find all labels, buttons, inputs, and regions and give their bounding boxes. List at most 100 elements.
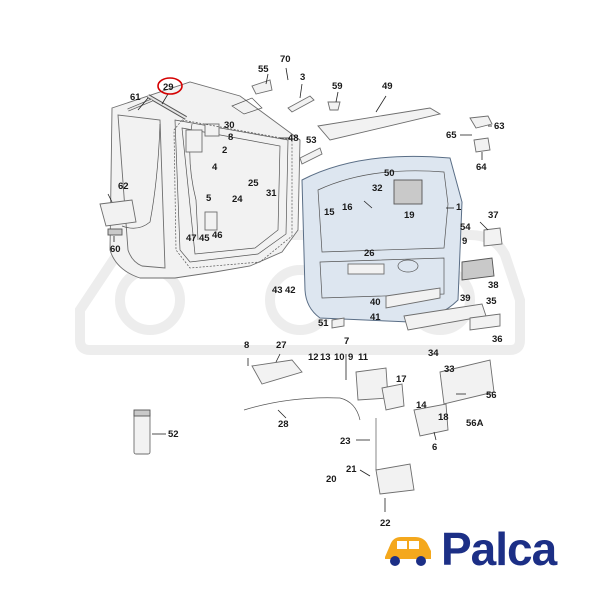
- callout-2: 2: [222, 145, 227, 156]
- callout-31: 31: [266, 188, 277, 199]
- callout-37: 37: [488, 210, 499, 221]
- callout-59: 59: [332, 81, 343, 92]
- callout-62: 62: [118, 181, 129, 192]
- callout-24: 24: [232, 194, 243, 205]
- callout-52: 52: [168, 429, 179, 440]
- callout-17: 17: [396, 374, 407, 385]
- plate-26: [347, 263, 385, 275]
- callout-33: 33: [444, 364, 455, 375]
- callout-32: 32: [372, 183, 383, 194]
- callout-15: 15: [324, 207, 335, 218]
- callout-63: 63: [494, 121, 505, 132]
- callout-9-low: 9: [348, 352, 353, 363]
- callout-70: 70: [280, 54, 291, 65]
- callout-39: 39: [460, 293, 471, 304]
- callout-45: 45: [199, 233, 210, 244]
- callout-47: 47: [186, 233, 197, 244]
- callout-25: 25: [248, 178, 259, 189]
- callout-28: 28: [278, 419, 289, 430]
- light-strip-40: [385, 287, 441, 309]
- callout-65: 65: [446, 130, 457, 141]
- callout-1: 1: [456, 202, 462, 213]
- callout-49: 49: [382, 81, 393, 92]
- seal-48: [173, 119, 293, 269]
- hinge-3: [287, 95, 315, 113]
- car-logo-icon: [385, 537, 431, 566]
- callout-61: 61: [130, 92, 141, 103]
- bracket-62: [99, 199, 137, 227]
- bracket-64: [473, 137, 491, 153]
- callout-8-bottom: 8: [244, 340, 249, 351]
- bracket-27: [251, 359, 303, 385]
- switch-17: [381, 383, 405, 411]
- callout-35: 35: [486, 296, 497, 307]
- callout-64: 64: [476, 162, 487, 173]
- part-53: [299, 147, 323, 165]
- callout-34: 34: [428, 348, 439, 359]
- panel-33: [439, 359, 495, 405]
- badge-36: [469, 313, 501, 331]
- cable-harness: [121, 123, 161, 229]
- callout-18: 18: [438, 412, 449, 423]
- spray-can-52: [133, 409, 151, 455]
- callout-54: 54: [460, 222, 471, 233]
- lamp-38: [461, 257, 495, 281]
- callout-55: 55: [258, 64, 269, 75]
- callout-labels: 29 61 70 55 3 59 49 30 8 2 48 53 65 63 6…: [110, 54, 505, 529]
- callout-56a: 56A: [466, 418, 484, 429]
- callout-12: 12: [308, 352, 319, 363]
- callout-21: 21: [346, 464, 357, 475]
- callout-6: 6: [432, 442, 437, 453]
- handle-32: [393, 179, 423, 205]
- bracket-2: [185, 129, 203, 153]
- callout-19: 19: [404, 210, 415, 221]
- callout-7: 7: [344, 336, 349, 347]
- callout-50: 50: [384, 168, 395, 179]
- callout-13: 13: [320, 352, 331, 363]
- callout-5: 5: [206, 193, 212, 204]
- bracket-63: [469, 115, 493, 129]
- callout-16: 16: [342, 202, 353, 213]
- cable-28: [243, 397, 361, 421]
- callout-29: 29: [163, 82, 174, 93]
- callout-14: 14: [416, 400, 427, 411]
- callout-60: 60: [110, 244, 121, 255]
- gas-strut-29: [127, 94, 188, 120]
- bracket-6: [413, 403, 449, 437]
- plug-59: [327, 101, 341, 111]
- bracket-46: [204, 211, 218, 231]
- part-55: [251, 79, 273, 95]
- callout-9-mid: 9: [462, 236, 467, 247]
- callout-30: 30: [224, 120, 235, 131]
- hinge-37: [483, 227, 503, 247]
- callout-51: 51: [318, 318, 329, 329]
- highlight-ring: [157, 77, 183, 95]
- callout-56: 56: [486, 390, 497, 401]
- callout-43: 43: [272, 285, 283, 296]
- bolt-60: [107, 228, 123, 236]
- callout-23: 23: [340, 436, 351, 447]
- clip-51: [331, 317, 345, 329]
- callout-10: 10: [334, 352, 345, 363]
- callout-22: 22: [380, 518, 391, 529]
- callout-40: 40: [370, 297, 381, 308]
- callout-11: 11: [358, 352, 369, 363]
- palca-logo: Palca: [381, 518, 581, 580]
- callout-41: 41: [370, 312, 381, 323]
- callout-53: 53: [306, 135, 317, 146]
- leader-lines: [107, 67, 492, 477]
- callout-4: 4: [212, 162, 218, 173]
- vehicle-body: [109, 81, 301, 279]
- callout-42: 42: [285, 285, 296, 296]
- callout-3: 3: [300, 72, 305, 83]
- callout-8-top: 8: [228, 132, 233, 143]
- callout-26: 26: [364, 248, 375, 259]
- callout-36: 36: [492, 334, 503, 345]
- callout-27: 27: [276, 340, 287, 351]
- callout-20: 20: [326, 474, 337, 485]
- bracket-30: [204, 123, 220, 137]
- callout-46: 46: [212, 230, 223, 241]
- palca-logo-text: Palca: [441, 523, 557, 575]
- callout-38: 38: [488, 280, 499, 291]
